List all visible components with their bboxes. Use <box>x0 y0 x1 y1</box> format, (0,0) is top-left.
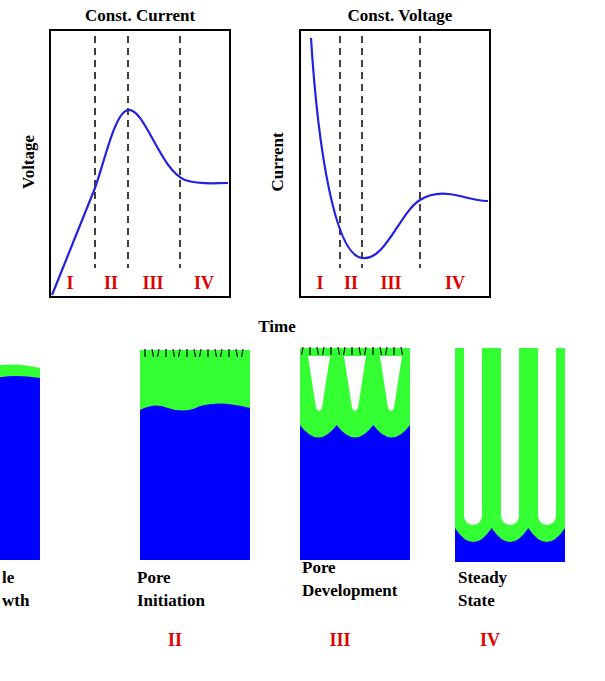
pit-stroke <box>236 349 238 357</box>
phase-numeral: IV <box>445 272 465 295</box>
voltage-curve <box>52 110 228 295</box>
pit-stroke <box>401 347 403 355</box>
oxide-layer <box>0 364 40 378</box>
surface-pits <box>145 347 403 357</box>
pit-stroke <box>242 349 244 357</box>
plot-title: Const. Voltage <box>348 4 453 27</box>
pit-stroke <box>393 347 394 355</box>
pit-stroke <box>338 347 340 355</box>
stage-label: Pore Development <box>302 556 422 602</box>
pit-stroke <box>173 349 175 357</box>
oxide-layer <box>300 348 410 438</box>
stage-label: Pore Initiation <box>137 566 232 612</box>
pit-stroke <box>351 347 352 355</box>
axis-label: Time <box>258 315 295 338</box>
phase-numeral: III <box>380 272 401 295</box>
pit-stroke <box>309 347 310 355</box>
pit-stroke <box>200 349 202 357</box>
pores <box>308 356 402 411</box>
stage-label: le <box>2 566 14 589</box>
metal-substrate <box>140 403 250 560</box>
plot-frame <box>300 30 490 297</box>
pit-stroke <box>372 347 373 355</box>
pit-stroke <box>144 349 145 357</box>
metal-substrate <box>300 348 410 560</box>
pit-stroke <box>380 347 382 355</box>
pit-stroke <box>228 349 229 357</box>
pit-stroke <box>215 349 217 357</box>
phase-numeral: III <box>142 272 163 295</box>
phase-numeral: I <box>316 272 323 295</box>
plot-frame <box>50 30 230 297</box>
phase-numeral: III <box>329 629 350 652</box>
pit-stroke <box>207 349 208 357</box>
phase-numeral: II <box>168 629 182 652</box>
stage-label: Steady State <box>458 566 530 612</box>
pit-stroke <box>158 349 160 357</box>
pit-stroke <box>365 347 367 355</box>
pit-stroke <box>330 347 331 355</box>
pit-stroke <box>221 349 223 357</box>
axis-label: Voltage <box>17 135 40 189</box>
pit-stroke <box>165 349 166 357</box>
phase-numeral: IV <box>480 629 500 652</box>
pit-stroke <box>194 349 196 357</box>
pit-stroke <box>317 347 319 355</box>
pit-stroke <box>179 349 181 357</box>
current-curve <box>311 38 488 258</box>
pit-stroke <box>359 347 361 355</box>
pores <box>464 346 556 525</box>
phase-numeral: IV <box>194 272 214 295</box>
pit-stroke <box>186 349 187 357</box>
stage-label: wth <box>2 589 29 612</box>
phase-dividers <box>95 36 420 268</box>
pit-stroke <box>302 347 304 355</box>
phase-numeral: I <box>66 272 73 295</box>
plot-title: Const. Current <box>85 4 195 27</box>
pit-stroke <box>152 349 154 357</box>
metal-substrate <box>0 372 40 560</box>
pit-stroke <box>386 347 388 355</box>
phase-numeral: II <box>344 272 358 295</box>
axis-label: Current <box>266 132 289 191</box>
pit-stroke <box>344 347 346 355</box>
pit-stroke <box>323 347 325 355</box>
phase-numeral: II <box>104 272 118 295</box>
